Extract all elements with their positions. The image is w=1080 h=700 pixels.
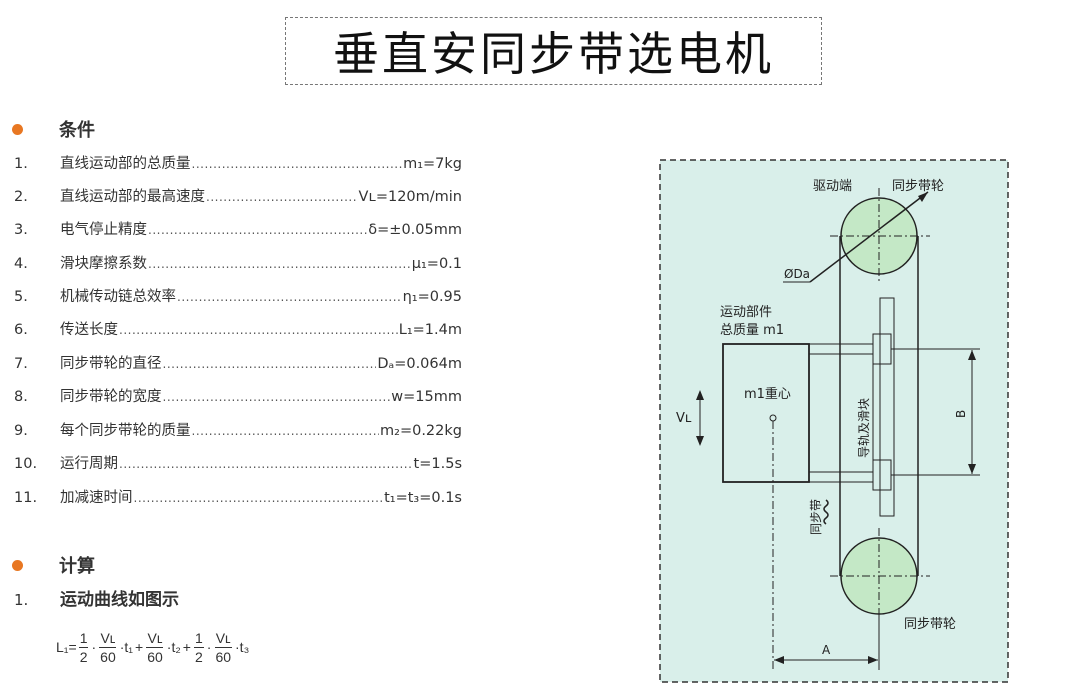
item-number: 11. — [14, 490, 38, 506]
item-number: 3. — [14, 222, 28, 238]
leader-dots: ........................................… — [148, 257, 411, 271]
bullet-icon — [12, 123, 23, 135]
arrow-icon — [774, 656, 784, 664]
calculation-heading-text: 计算 — [59, 556, 95, 577]
item-value: η₁=0.95 — [402, 289, 462, 305]
item-label: 同步带轮的直径 — [60, 356, 162, 372]
calculation-item-text: 运动曲线如图示 — [60, 590, 179, 610]
calculation-heading: 计算 — [12, 552, 95, 578]
item-label: 每个同步带轮的质量 — [60, 423, 191, 439]
item-value: Dₐ=0.064m — [377, 356, 462, 372]
item-number: 4. — [14, 256, 28, 272]
item-label: 直线运动部的最高速度 — [60, 189, 205, 205]
item-number: 8. — [14, 389, 28, 405]
leader-dots: ........................................… — [191, 157, 403, 171]
item-label: 传送长度 — [60, 322, 118, 338]
label-guide: 导轨及滑块 — [857, 398, 871, 458]
item-number: 9. — [14, 423, 28, 439]
belt-teeth-icon — [823, 499, 829, 525]
item-label: 滑块摩擦系数 — [60, 256, 147, 272]
condition-item: 6. 传送长度..................................… — [14, 318, 462, 342]
arrow-icon — [968, 464, 976, 474]
item-value: δ=±0.05mm — [368, 222, 462, 238]
condition-item: 11. 加减速时间................................… — [14, 486, 462, 510]
item-number: 10. — [14, 456, 38, 472]
conditions-heading: 条件 — [12, 116, 95, 142]
arrow-icon — [868, 656, 878, 664]
diagram-frame — [659, 159, 1009, 683]
leader-dots: ........................................… — [177, 290, 402, 304]
arrow-up-icon — [696, 390, 704, 400]
item-value: t₁=t₃=0.1s — [384, 490, 462, 506]
leader-dots: ........................................… — [162, 357, 377, 371]
diameter-arrow — [918, 192, 928, 202]
item-label: 电气停止精度 — [60, 222, 147, 238]
leader-dots: ........................................… — [133, 491, 384, 505]
label-a: A — [822, 643, 831, 657]
leader-dots: ........................................… — [162, 390, 391, 404]
page-title: 垂直安同步带选电机 — [285, 17, 822, 85]
item-value: L₁=1.4m — [398, 322, 462, 338]
label-pulley-bottom: 同步带轮 — [904, 617, 956, 632]
item-label: 同步带轮的宽度 — [60, 389, 162, 405]
label-center: m1重心 — [744, 386, 791, 402]
diameter-leader — [809, 191, 929, 283]
item-number: 2. — [14, 189, 28, 205]
leader-dots: ........................................… — [191, 424, 380, 438]
item-value: m₁=7kg — [403, 156, 462, 172]
condition-item: 10. 运行周期.................................… — [14, 452, 462, 476]
leader-dots: ........................................… — [148, 223, 368, 237]
arrow-down-icon — [696, 436, 704, 446]
leader-dots: ........................................… — [206, 190, 358, 204]
carriage-bracket — [808, 343, 874, 483]
item-number: 1. — [14, 156, 28, 172]
item-number: 5. — [14, 289, 28, 305]
item-number: 1. — [14, 591, 29, 609]
bullet-icon — [12, 559, 23, 571]
label-b: B — [954, 410, 968, 418]
arrow-icon — [968, 350, 976, 360]
item-number: 6. — [14, 322, 28, 338]
item-value: t=1.5s — [413, 456, 462, 472]
label-velocity: Vʟ — [676, 411, 692, 426]
item-value: m₂=0.22kg — [380, 423, 462, 439]
formula-lhs: L₁= — [56, 639, 77, 655]
conditions-heading-text: 条件 — [59, 120, 95, 141]
label-moving-line1: 运动部件 — [720, 305, 772, 320]
item-value: Vʟ=120m/min — [358, 189, 462, 205]
label-diameter: ØDa — [784, 267, 810, 281]
item-value: w=15mm — [391, 389, 462, 405]
condition-item: 1. 直线运动部的总质量.............................… — [14, 152, 462, 176]
condition-item: 9. 每个同步带轮的质量.............................… — [14, 419, 462, 443]
item-label: 加减速时间 — [60, 490, 133, 506]
label-pulley-top: 同步带轮 — [892, 179, 944, 194]
label-belt: 同步带 — [809, 499, 823, 535]
label-drive: 驱动端 — [813, 179, 852, 194]
condition-item: 4. 滑块摩擦系数................................… — [14, 252, 462, 276]
condition-item: 7. 同步带轮的直径...............................… — [14, 352, 462, 376]
guide-rail — [879, 297, 895, 517]
leader-dots: ........................................… — [119, 323, 398, 337]
condition-item: 3. 电气停止精度................................… — [14, 218, 462, 242]
item-number: 7. — [14, 356, 28, 372]
calculation-item: 1. 运动曲线如图示 — [14, 585, 179, 610]
condition-item: 5. 机械传动链总效率..............................… — [14, 285, 462, 309]
item-label: 运行周期 — [60, 456, 118, 472]
condition-item: 8. 同步带轮的宽度...............................… — [14, 385, 462, 409]
condition-item: 2. 直线运动部的最高速度............................… — [14, 185, 462, 209]
item-label: 直线运动部的总质量 — [60, 156, 191, 172]
item-label: 机械传动链总效率 — [60, 289, 176, 305]
item-value: μ₁=0.1 — [411, 256, 462, 272]
leader-dots: ........................................… — [119, 457, 413, 471]
label-moving-line2: 总质量 m1 — [720, 323, 784, 338]
belt-drive-diagram: 驱动端 同步带轮 ØDa 运动部件 总质量 m1 m1重心 Vʟ 导轨及滑块 B… — [659, 159, 1009, 683]
